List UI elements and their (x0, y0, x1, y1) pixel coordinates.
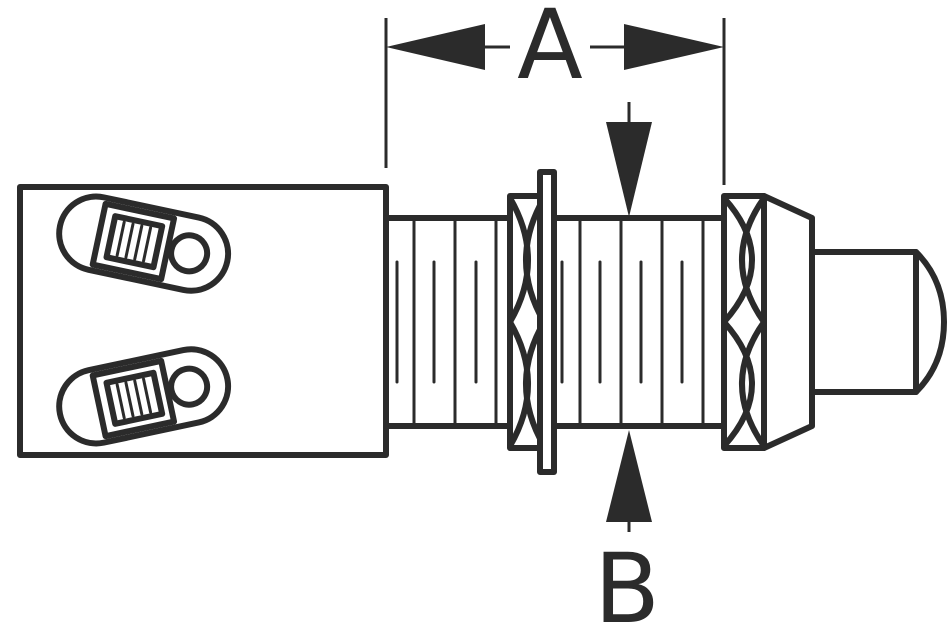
hex-nut-right-face (739, 195, 767, 449)
terminal-upper-screw (103, 213, 166, 271)
hex-nut-left-face (507, 195, 531, 449)
terminal-lower-hole (168, 365, 211, 408)
terminal-lower-thread (142, 377, 153, 414)
terminal-lower-thread (115, 383, 126, 420)
terminal-upper-thread (133, 224, 144, 261)
terminal-lower (56, 346, 232, 447)
switch-body (17, 184, 389, 458)
dimension-a-label: A (517, 0, 583, 101)
terminal-lower-thread (133, 379, 144, 416)
threaded-bushing-left (383, 215, 513, 429)
dimension-b-label: B (594, 533, 660, 633)
terminal-upper-thread (115, 220, 126, 257)
terminal-lower-thread (124, 381, 135, 418)
dimension-b-arrow-bottom (606, 430, 652, 522)
dimension-a: A (384, 0, 726, 185)
threaded-bushing-right (551, 215, 727, 429)
plunger-button (809, 249, 947, 395)
hex-nut-right (721, 193, 815, 451)
terminal-upper (56, 193, 232, 294)
hex-nut-right-chamfer (761, 193, 815, 451)
terminal-upper-thread (124, 222, 135, 259)
terminal-lower-screw (103, 369, 166, 427)
terminal-upper-hole (168, 232, 211, 275)
terminal-upper-thread (142, 226, 153, 263)
dimension-b-arrow-top (606, 122, 652, 217)
plunger-cap (809, 249, 947, 395)
dimension-a-arrow-left (386, 24, 485, 70)
dimension-b: B (594, 102, 660, 633)
bushing-left-body (383, 215, 513, 429)
bushing-right-body (551, 215, 727, 429)
dimension-a-arrow-right (624, 24, 724, 70)
